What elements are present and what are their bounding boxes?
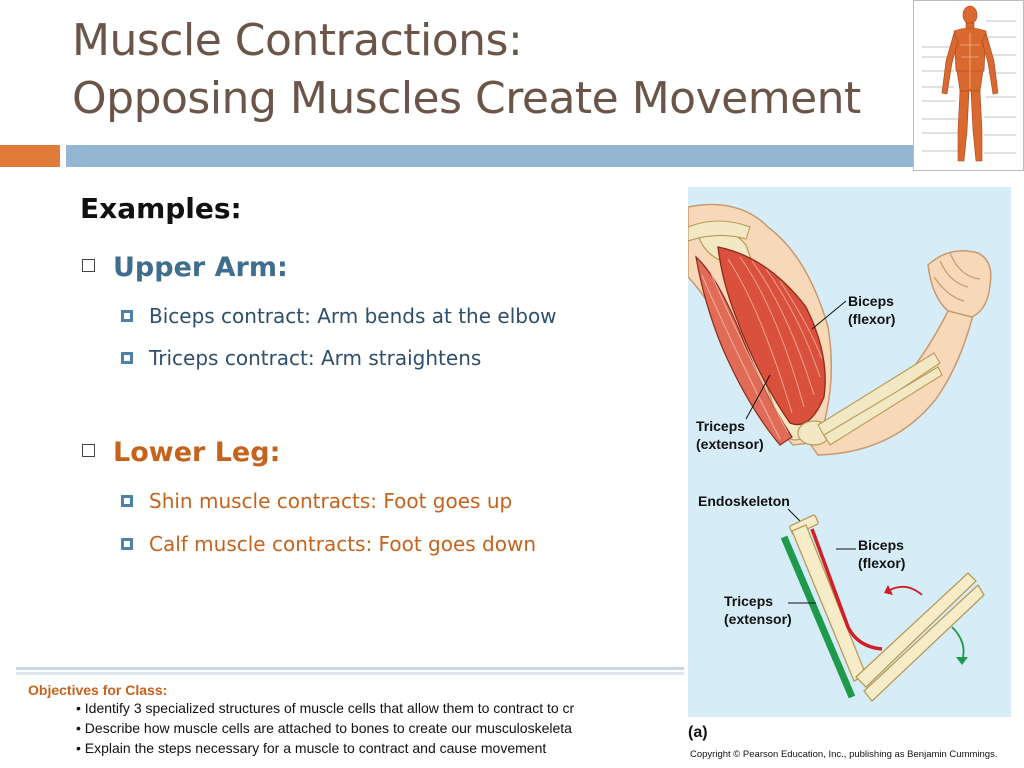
upper-arm-heading: Upper Arm: <box>82 252 288 283</box>
list-item: Shin muscle contracts: Foot goes up <box>121 489 512 513</box>
objective-item: • Explain the steps necessary for a musc… <box>76 740 547 756</box>
list-item-text: Biceps contract: Arm bends at the elbow <box>149 304 557 328</box>
diagram-triceps-label: Triceps <box>724 593 773 609</box>
copyright-text: Copyright © Pearson Education, Inc., pub… <box>690 749 998 760</box>
slide-title-line2: Opposing Muscles Create Movement <box>72 73 861 124</box>
objectives-title: Objectives for Class: <box>28 682 168 698</box>
square-bullet-icon <box>121 494 133 507</box>
endoskeleton-label: Endoskeleton <box>698 493 790 509</box>
endoskeleton-diagram <box>780 514 985 702</box>
examples-heading: Examples: <box>80 192 242 225</box>
divider-line <box>16 672 684 675</box>
accent-bar-orange <box>0 145 60 167</box>
anatomy-thumbnail-image <box>913 0 1024 171</box>
biceps-sub-label: (flexor) <box>848 311 895 327</box>
figure-panel-label: (a) <box>688 724 708 741</box>
diagram-biceps-label: Biceps <box>858 537 904 553</box>
hollow-square-bullet-icon <box>82 444 95 457</box>
slide-title-line1: Muscle Contractions: <box>72 15 523 66</box>
square-bullet-icon <box>121 537 133 550</box>
upper-arm-heading-text: Upper Arm: <box>113 252 288 283</box>
objectives-box: Objectives for Class: • Identify 3 speci… <box>28 682 684 758</box>
arm-illustration <box>687 203 992 456</box>
square-bullet-icon <box>121 351 133 364</box>
lower-leg-heading: Lower Leg: <box>82 437 280 468</box>
list-item-text: Calf muscle contracts: Foot goes down <box>149 532 536 556</box>
hollow-square-bullet-icon <box>82 259 95 272</box>
square-bullet-icon <box>121 309 133 322</box>
diagram-triceps-sub-label: (extensor) <box>724 611 792 627</box>
list-item-text: Shin muscle contracts: Foot goes up <box>149 489 513 513</box>
list-item: Biceps contract: Arm bends at the elbow <box>121 304 557 328</box>
biceps-label: Biceps <box>848 293 894 309</box>
slide-title: Muscle Contractions: Opposing Muscles Cr… <box>72 12 912 128</box>
objective-item: • Describe how muscle cells are attached… <box>76 720 572 736</box>
triceps-sub-label: (extensor) <box>696 436 764 452</box>
triceps-label: Triceps <box>696 418 745 434</box>
objective-item: • Identify 3 specialized structures of m… <box>76 700 575 716</box>
list-item: Triceps contract: Arm straightens <box>121 346 481 370</box>
diagram-biceps-sub-label: (flexor) <box>858 555 905 571</box>
arm-muscle-figure: Biceps (flexor) Triceps (extensor) Endos… <box>687 187 1011 717</box>
list-item: Calf muscle contracts: Foot goes down <box>121 532 536 556</box>
accent-bar-blue <box>66 145 1024 167</box>
list-item-text: Triceps contract: Arm straightens <box>149 346 482 370</box>
lower-leg-heading-text: Lower Leg: <box>113 437 281 468</box>
divider-line <box>16 667 684 670</box>
